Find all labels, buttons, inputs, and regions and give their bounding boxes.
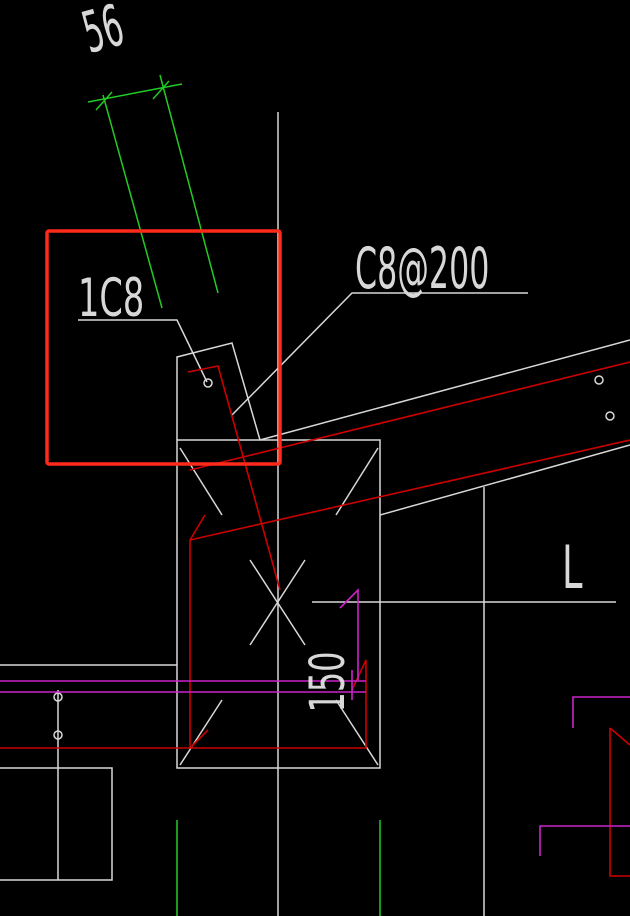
stirrup-hook-b: [189, 729, 209, 749]
green-dimension: [87, 74, 381, 916]
left-slab-bottom: [0, 767, 113, 881]
leader-c8-200: [231, 292, 528, 416]
rebar-lines: [0, 361, 630, 877]
box-diag-br: [335, 699, 379, 766]
purple-lines: [0, 588, 630, 856]
purple-bracket-top: [572, 696, 630, 728]
rebar-dot: [53, 692, 63, 702]
dim-ext-left: [102, 94, 163, 309]
right-edge-rebar-b: [609, 727, 630, 746]
highlight-box: [45, 229, 282, 466]
cap-outline: [176, 342, 261, 441]
rebar-1c8-label: 1C8: [78, 268, 144, 329]
rebar-dot: [53, 730, 63, 740]
box-diag-tr: [335, 447, 379, 516]
stirrup-hook-a: [189, 514, 206, 541]
rebar-slope-bottom: [189, 439, 630, 541]
dim-line-56: [87, 83, 183, 103]
rebar-slope-top: [189, 361, 630, 471]
bent-rebar: [187, 365, 281, 591]
sloped-beam-top: [259, 339, 630, 441]
dim-tick-a: [95, 91, 113, 111]
leader-1c8: [78, 319, 208, 383]
box-diag-tl: [179, 447, 223, 516]
purple-bracket-bottom: [539, 825, 630, 856]
sloped-beam-bottom: [379, 444, 630, 516]
stirrup-c8-200-label: C8@200: [355, 235, 489, 302]
purple-hook-upper: [339, 588, 359, 680]
length-l-label: L: [562, 533, 583, 603]
dim-ext-right: [159, 74, 219, 294]
right-edge-rebar: [609, 728, 630, 877]
structure-outline: [0, 112, 630, 916]
stirrup-loop: [189, 540, 367, 749]
box-diag-bl: [179, 699, 223, 766]
rebar-dot: [203, 378, 213, 388]
dimension-150-label: 150: [299, 651, 355, 712]
rebar-dot: [594, 375, 604, 385]
dim-tick-b: [152, 80, 170, 100]
box-cross-b: [249, 559, 306, 646]
rebar-dot: [605, 411, 615, 421]
